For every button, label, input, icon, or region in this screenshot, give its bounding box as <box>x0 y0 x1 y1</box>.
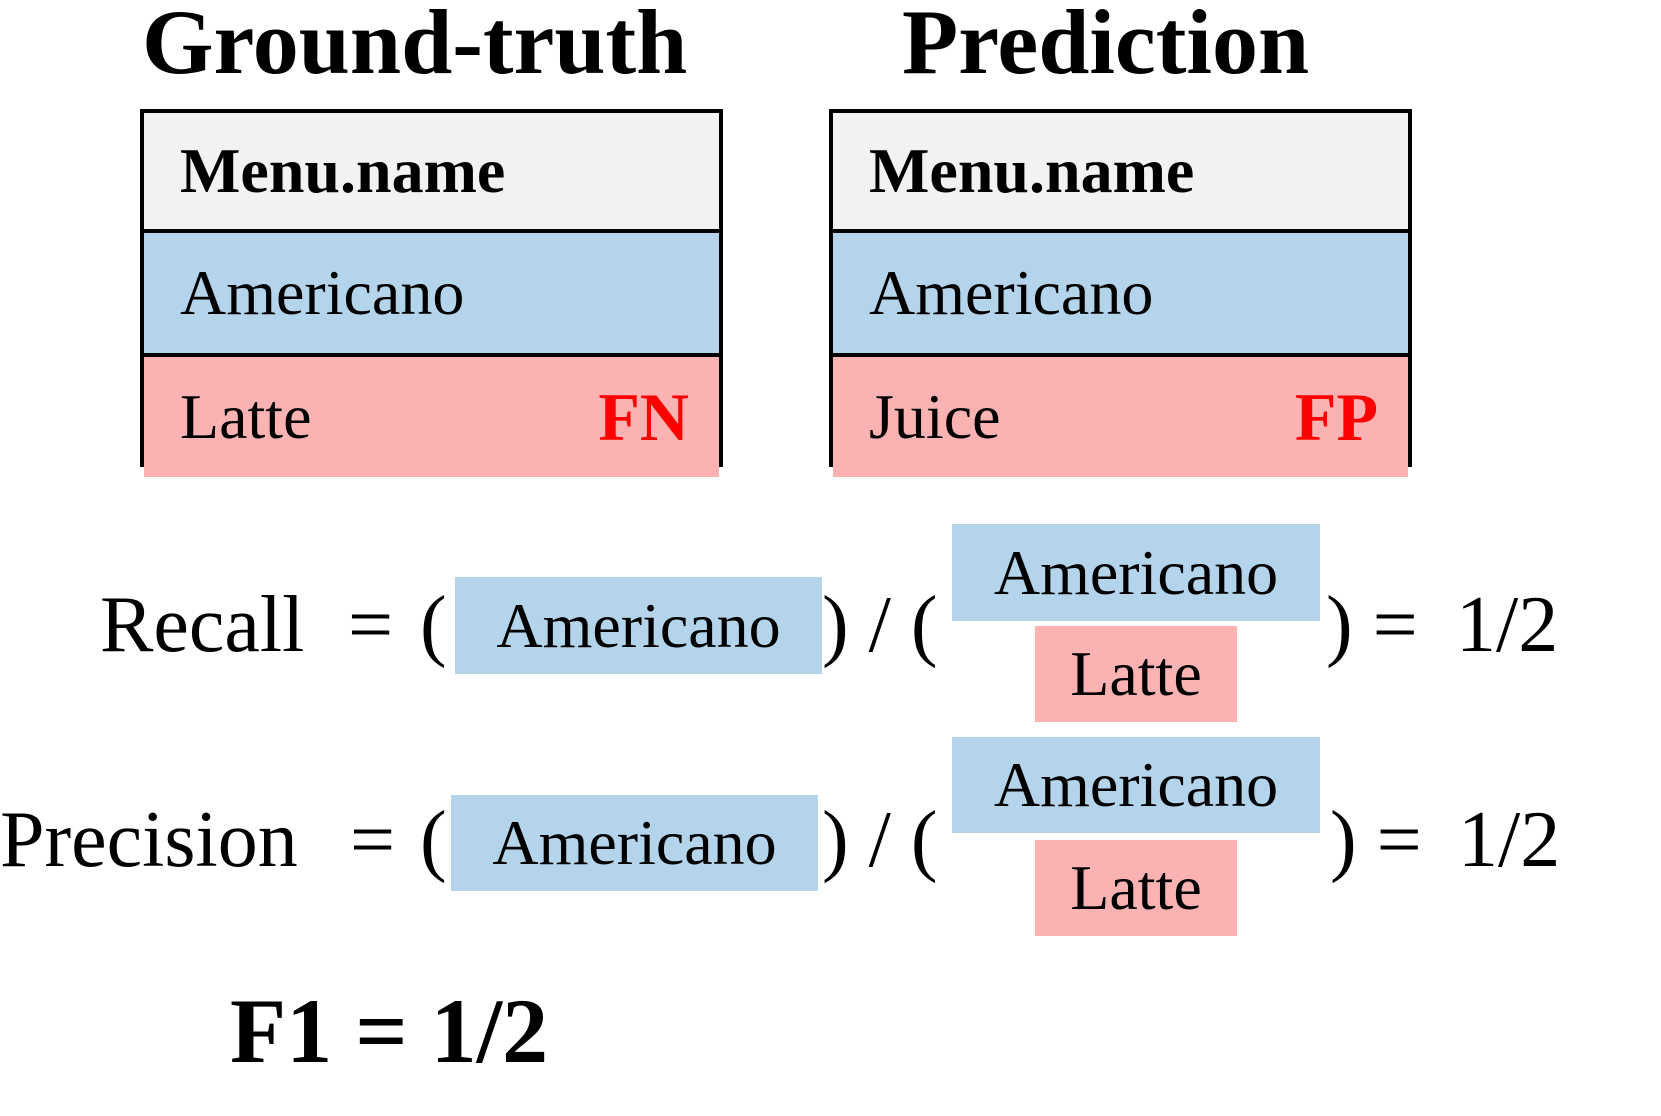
prediction-title: Prediction <box>902 0 1310 93</box>
precision-denominator-match-box: Americano <box>952 737 1320 833</box>
prediction-row-label: Americano <box>869 257 1154 328</box>
precision-open-paren: ( <box>420 796 447 884</box>
precision-divide: ) / ( <box>822 796 938 884</box>
precision-label: Precision <box>0 796 298 884</box>
prediction-header-row: Menu.name <box>833 113 1408 233</box>
f1-score: F1 = 1/2 <box>230 980 549 1082</box>
ground-truth-row-missed: Latte FN <box>144 357 719 477</box>
recall-numerator-box: Americano <box>455 577 822 674</box>
ground-truth-title: Ground-truth <box>142 0 688 93</box>
recall-divide: ) / ( <box>822 581 938 669</box>
false-positive-tag: FP <box>1294 379 1378 455</box>
prediction-row-wrong: Juice FP <box>833 357 1408 477</box>
recall-close-equals: ) = <box>1326 581 1418 669</box>
prediction-row-label: Juice <box>869 381 1001 452</box>
ground-truth-header-row: Menu.name <box>144 113 719 233</box>
precision-denominator-missed-box: Latte <box>1035 840 1237 936</box>
precision-equals: = <box>350 796 396 884</box>
false-negative-tag: FN <box>598 379 689 455</box>
prediction-row-match: Americano <box>833 233 1408 357</box>
ground-truth-row-match: Americano <box>144 233 719 357</box>
recall-open-paren: ( <box>420 581 447 669</box>
prediction-header-label: Menu.name <box>869 135 1195 206</box>
ground-truth-table: Menu.name Americano Latte FN <box>140 109 723 477</box>
recall-label: Recall <box>100 581 305 669</box>
recall-denominator-match-box: Americano <box>952 524 1320 621</box>
precision-close-equals: ) = <box>1330 796 1422 884</box>
recall-equals: = <box>348 581 394 669</box>
recall-denominator-missed-box: Latte <box>1035 626 1237 722</box>
precision-numerator-box: Americano <box>451 795 818 891</box>
ground-truth-row-label: Americano <box>180 257 465 328</box>
precision-result: 1/2 <box>1458 796 1561 884</box>
ground-truth-header-label: Menu.name <box>180 135 506 206</box>
prediction-table: Menu.name Americano Juice FP <box>829 109 1412 477</box>
recall-result: 1/2 <box>1456 581 1559 669</box>
ground-truth-row-label: Latte <box>180 381 312 452</box>
